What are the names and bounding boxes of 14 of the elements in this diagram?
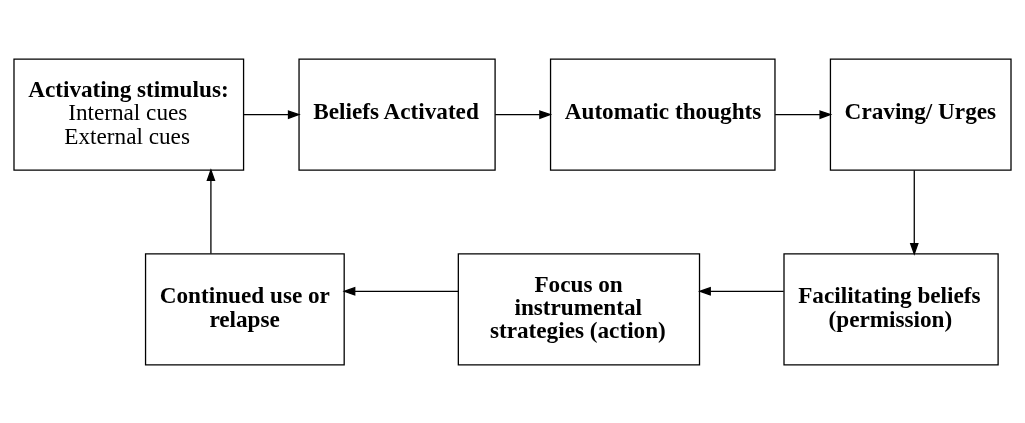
node-box: Automatic thoughts [549, 58, 776, 171]
node-box: Craving/ Urges [829, 58, 1012, 171]
arrow [697, 286, 785, 296]
arrow [342, 286, 459, 296]
arrow [243, 109, 301, 119]
node-box: Beliefs Activated [298, 58, 496, 171]
node-box: Facilitating beliefs (permission) [783, 252, 999, 365]
arrow [774, 109, 833, 119]
node-box: Continued use or relapse [144, 252, 345, 365]
arrow [494, 109, 553, 119]
node-box: Focus on instrumental strategies (action) [457, 252, 701, 365]
arrow [206, 167, 216, 254]
node-box: Activating stimulus: Internal cues External cues [13, 58, 245, 171]
arrow [909, 169, 919, 256]
